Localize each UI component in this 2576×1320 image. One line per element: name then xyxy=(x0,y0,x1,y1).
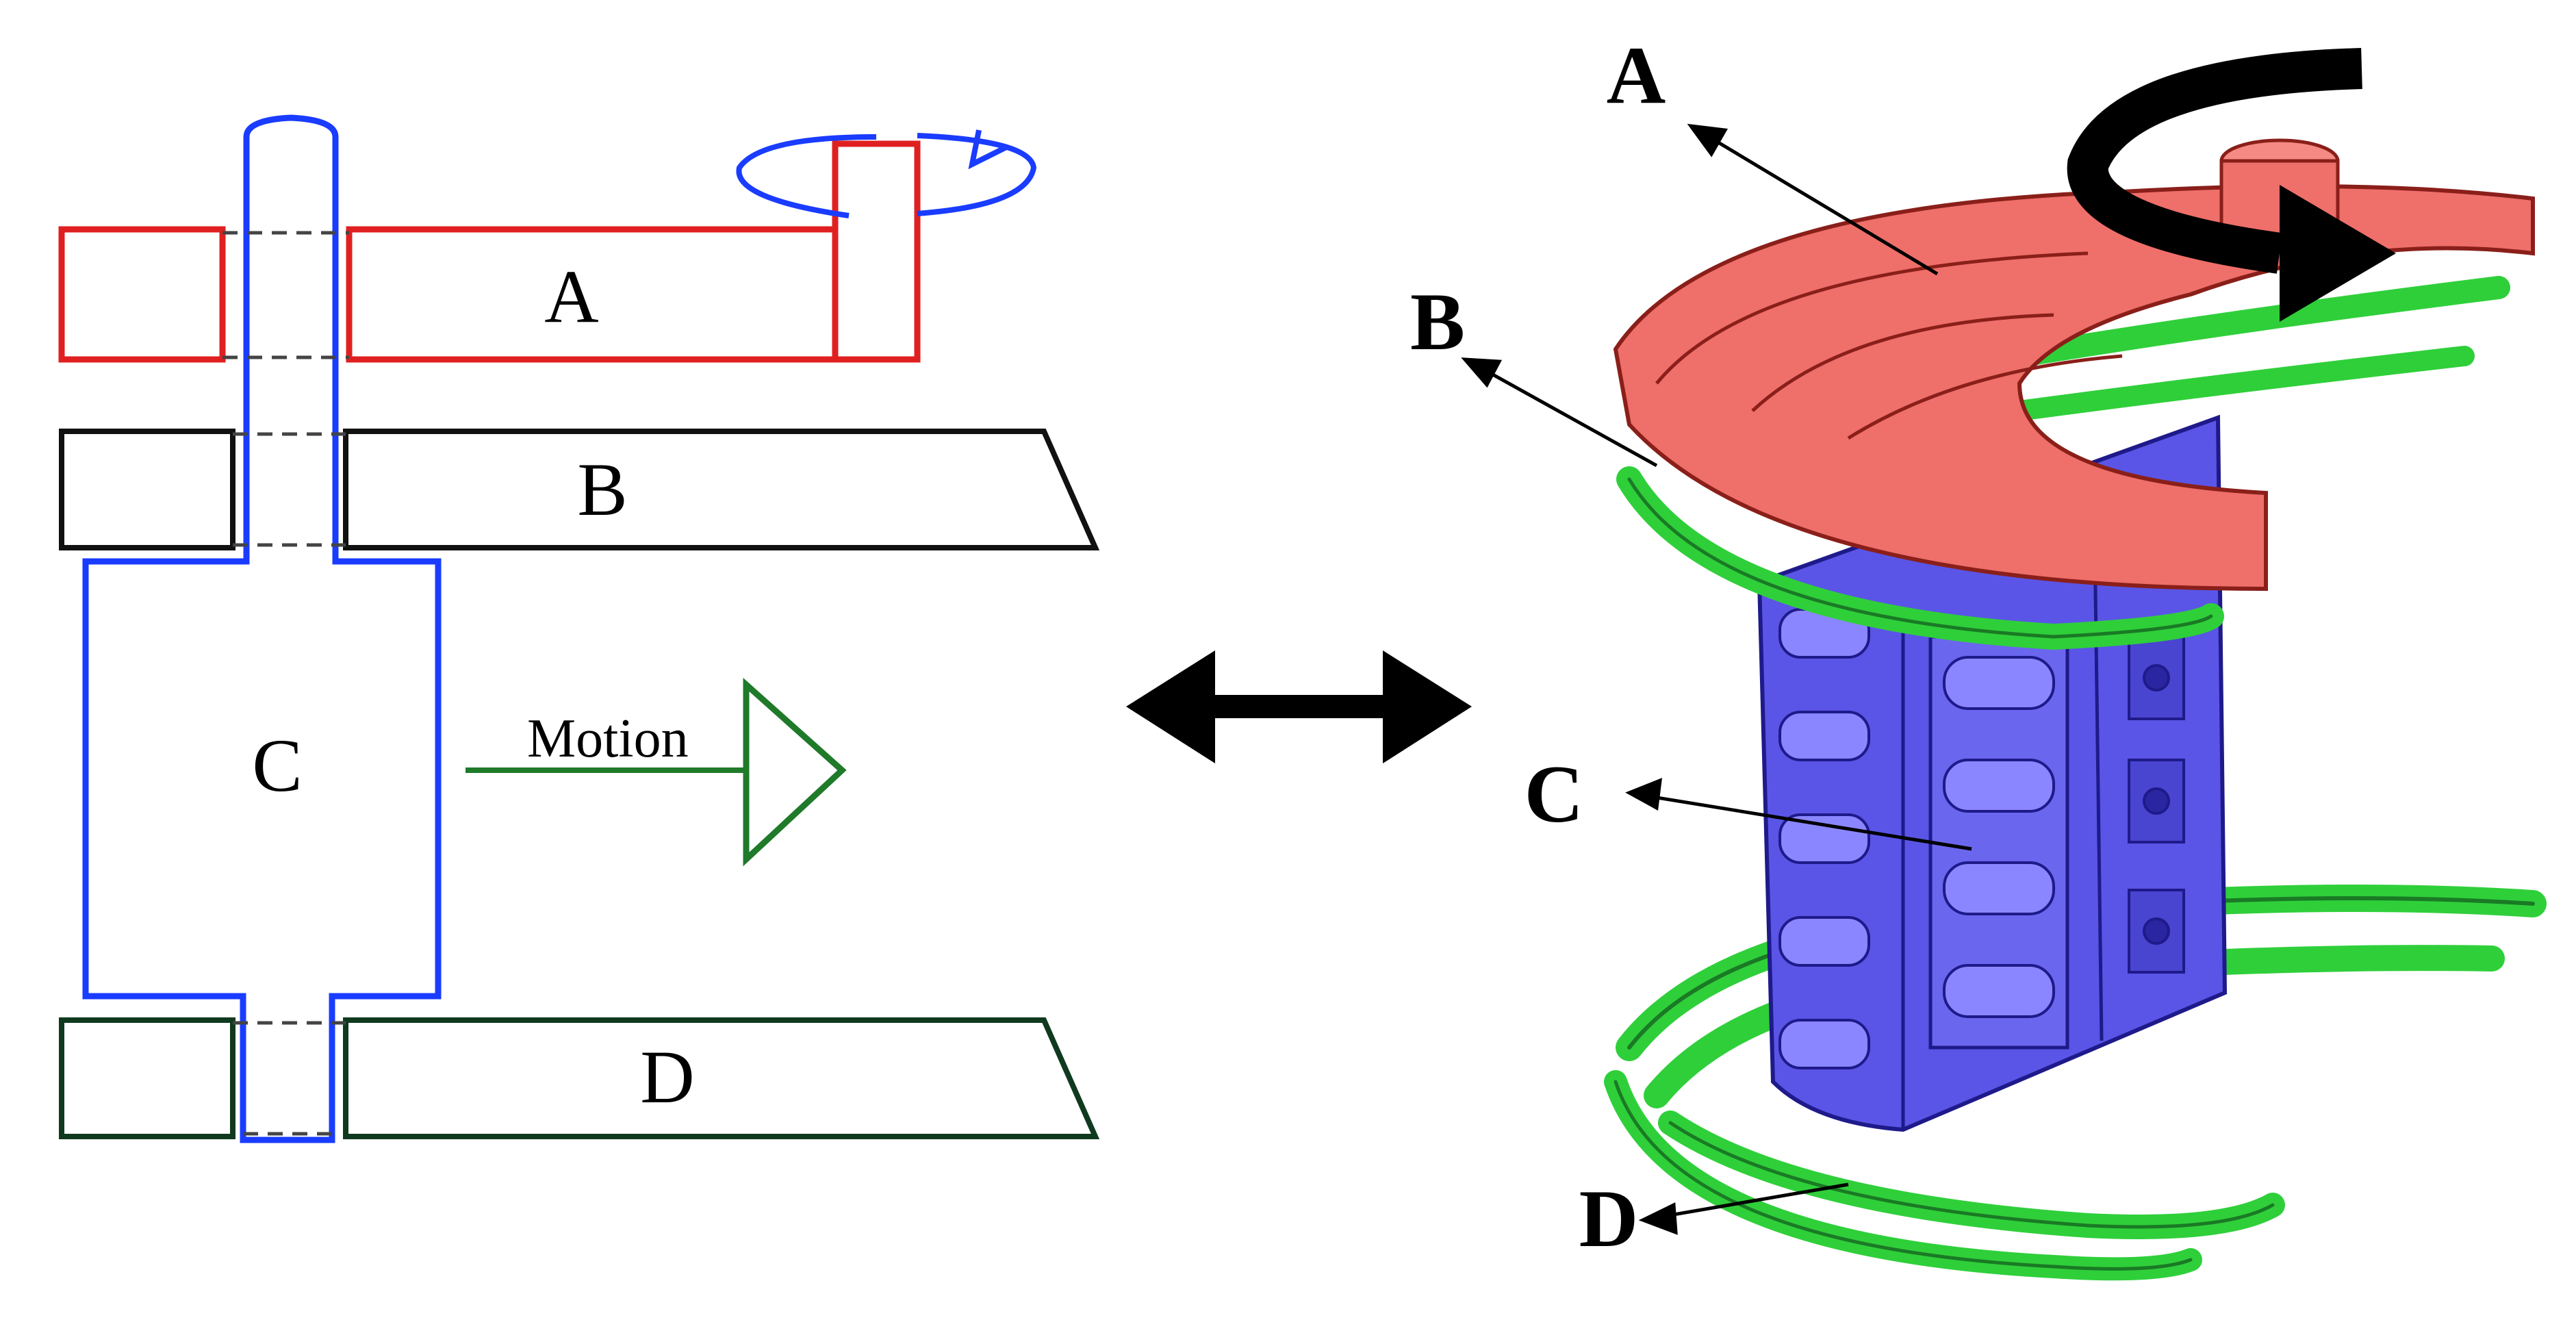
schematic-label-a: A xyxy=(544,255,598,338)
schematic-label-b: B xyxy=(577,448,627,531)
part-a-handle xyxy=(832,140,921,363)
part-c-outline xyxy=(82,114,442,1143)
render-leader-lines xyxy=(1461,123,1972,1235)
part-b-left-block xyxy=(59,429,235,550)
render-part-b xyxy=(1616,276,2510,650)
equivalence-double-arrow-icon xyxy=(1126,650,1472,763)
render-label-d: D xyxy=(1579,1173,1639,1264)
render-label-c: C xyxy=(1525,748,1584,839)
render-part-c xyxy=(1757,414,2228,1132)
motion-arrow-icon xyxy=(466,677,847,867)
render-label-b: B xyxy=(1410,276,1465,367)
schematic-label-c: C xyxy=(252,724,302,807)
part-a-left-block xyxy=(58,226,226,363)
part-d-left-block xyxy=(59,1017,235,1139)
part-b-main-block xyxy=(343,429,1100,550)
rotation-arrow-icon xyxy=(736,129,1037,218)
shaft-dashed-lines xyxy=(222,231,349,1136)
schematic-diagram: A B C D Motion xyxy=(58,114,1100,1143)
render-rotation-arrow-icon xyxy=(2067,48,2396,322)
part-d-main-block xyxy=(343,1017,1100,1139)
motion-label: Motion xyxy=(527,709,689,769)
model-3d-render: A B C D xyxy=(1410,29,2547,1281)
render-label-a: A xyxy=(1607,29,1666,120)
schematic-label-d: D xyxy=(640,1035,694,1119)
